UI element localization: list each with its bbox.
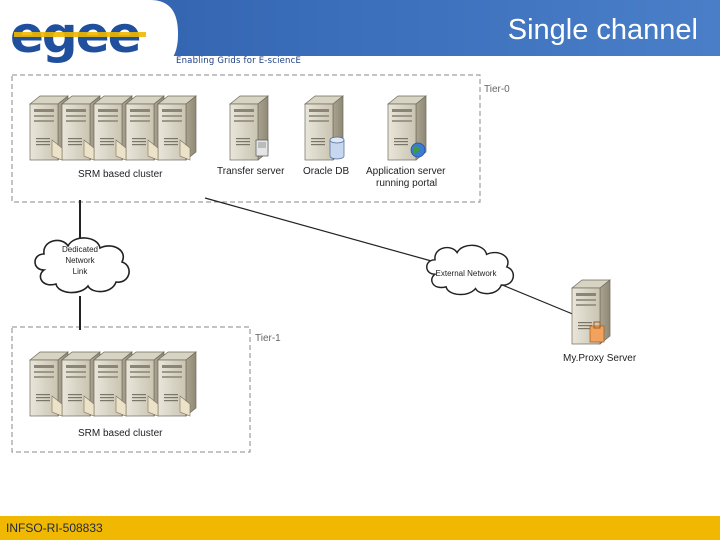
transfer-server-label: Transfer server bbox=[217, 166, 285, 177]
tier1-cluster bbox=[29, 351, 197, 417]
application-server-label-1: Application server bbox=[366, 166, 446, 177]
slide-title: Single channel bbox=[507, 14, 698, 46]
slide-header: egee Single channel Enabling Grids for E… bbox=[0, 0, 720, 68]
tier0-label: Tier-0 bbox=[484, 84, 510, 95]
application-server bbox=[387, 95, 427, 161]
application-server-label-2: running portal bbox=[376, 178, 437, 189]
link-tier0-external bbox=[204, 197, 436, 263]
tagline: Enabling Grids for E-sciencE bbox=[176, 56, 302, 66]
header-strip bbox=[0, 56, 720, 68]
network-diagram: SRM based cluster Transfer server Oracle… bbox=[11, 74, 637, 453]
tier1-label: Tier-1 bbox=[255, 333, 281, 344]
footer-id: INFSO-RI-508833 bbox=[6, 521, 103, 535]
transfer-server bbox=[229, 95, 269, 161]
myproxy-server bbox=[571, 279, 611, 345]
dedicated-link-label-1: Dedicated bbox=[62, 245, 98, 254]
tier0-box bbox=[11, 74, 481, 203]
oracle-db-label: Oracle DB bbox=[303, 166, 349, 177]
slide-footer: INFSO-RI-508833 bbox=[0, 516, 720, 540]
oracle-db bbox=[304, 95, 345, 161]
tier0-cluster-label: SRM based cluster bbox=[78, 169, 163, 180]
tier0-cluster bbox=[29, 95, 197, 161]
dedicated-link-label-3: Link bbox=[73, 267, 89, 276]
egee-logo: egee bbox=[0, 0, 178, 68]
dedicated-link-label-2: Network bbox=[65, 256, 95, 265]
external-network-label: External Network bbox=[436, 269, 498, 278]
link-external-myproxy bbox=[494, 281, 576, 316]
myproxy-label: My.Proxy Server bbox=[563, 353, 637, 364]
tier1-cluster-label: SRM based cluster bbox=[78, 428, 163, 439]
tier1-box bbox=[11, 326, 251, 453]
